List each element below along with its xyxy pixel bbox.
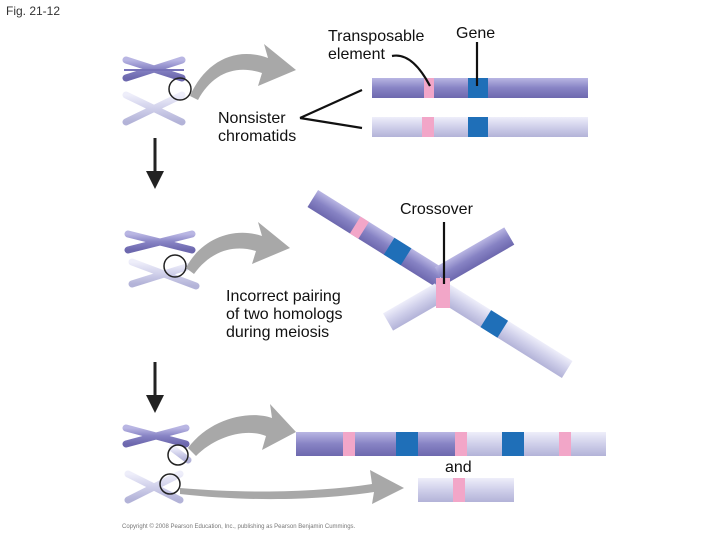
chromosome-pair-stage-1 xyxy=(122,56,192,126)
product-strip-short xyxy=(418,478,514,502)
chromosome-pair-stage-3 xyxy=(122,424,192,504)
copyright-notice: Copyright © 2008 Pearson Education, Inc.… xyxy=(122,524,356,530)
figure-label: Fig. 21-12 xyxy=(6,4,61,18)
nonsister-pointer-lower xyxy=(299,116,363,130)
chromatid-strip-top xyxy=(372,78,588,98)
highlight-circle-lower xyxy=(159,473,181,495)
dark-chromosome xyxy=(124,230,196,254)
zoom-arrow-3-upper xyxy=(188,404,296,456)
light-chromosome xyxy=(124,470,184,504)
gene-label: Gene xyxy=(456,25,496,42)
incorrect-pairing-label: Incorrect pairing of two homologs during… xyxy=(226,288,343,341)
highlight-circle-upper xyxy=(167,444,189,466)
crossover-strip-upper-right xyxy=(435,227,515,285)
crossover-strip-lower-left xyxy=(383,283,445,331)
highlight-circle xyxy=(163,254,187,278)
transposable-element-text: Transposable element xyxy=(328,28,425,63)
crossover-label: Crossover xyxy=(400,201,473,218)
product-strip-long xyxy=(296,432,606,456)
crossover-transposable-element xyxy=(436,278,450,308)
and-label: and xyxy=(445,459,472,476)
nonsister-pointer-upper xyxy=(299,88,363,120)
crossover-strip-lower-right xyxy=(434,281,573,378)
crossover-strip-upper-left xyxy=(307,190,446,287)
chromatid-strip-bottom xyxy=(372,117,588,137)
dark-chromosome xyxy=(122,424,192,464)
zoom-arrow-1 xyxy=(190,44,296,100)
dark-chromosome xyxy=(122,56,186,82)
light-chromosome xyxy=(122,91,186,126)
nonsister-chromatids-label: Nonsister chromatids xyxy=(218,110,297,145)
zoom-arrow-2 xyxy=(186,222,290,274)
highlight-circle xyxy=(168,77,192,101)
zoom-arrow-3-lower xyxy=(180,470,404,504)
chromosome-pair-stage-2 xyxy=(124,230,200,290)
transposable-element-label: Transposable element xyxy=(328,28,424,64)
transposable-element-pointer xyxy=(391,54,431,87)
